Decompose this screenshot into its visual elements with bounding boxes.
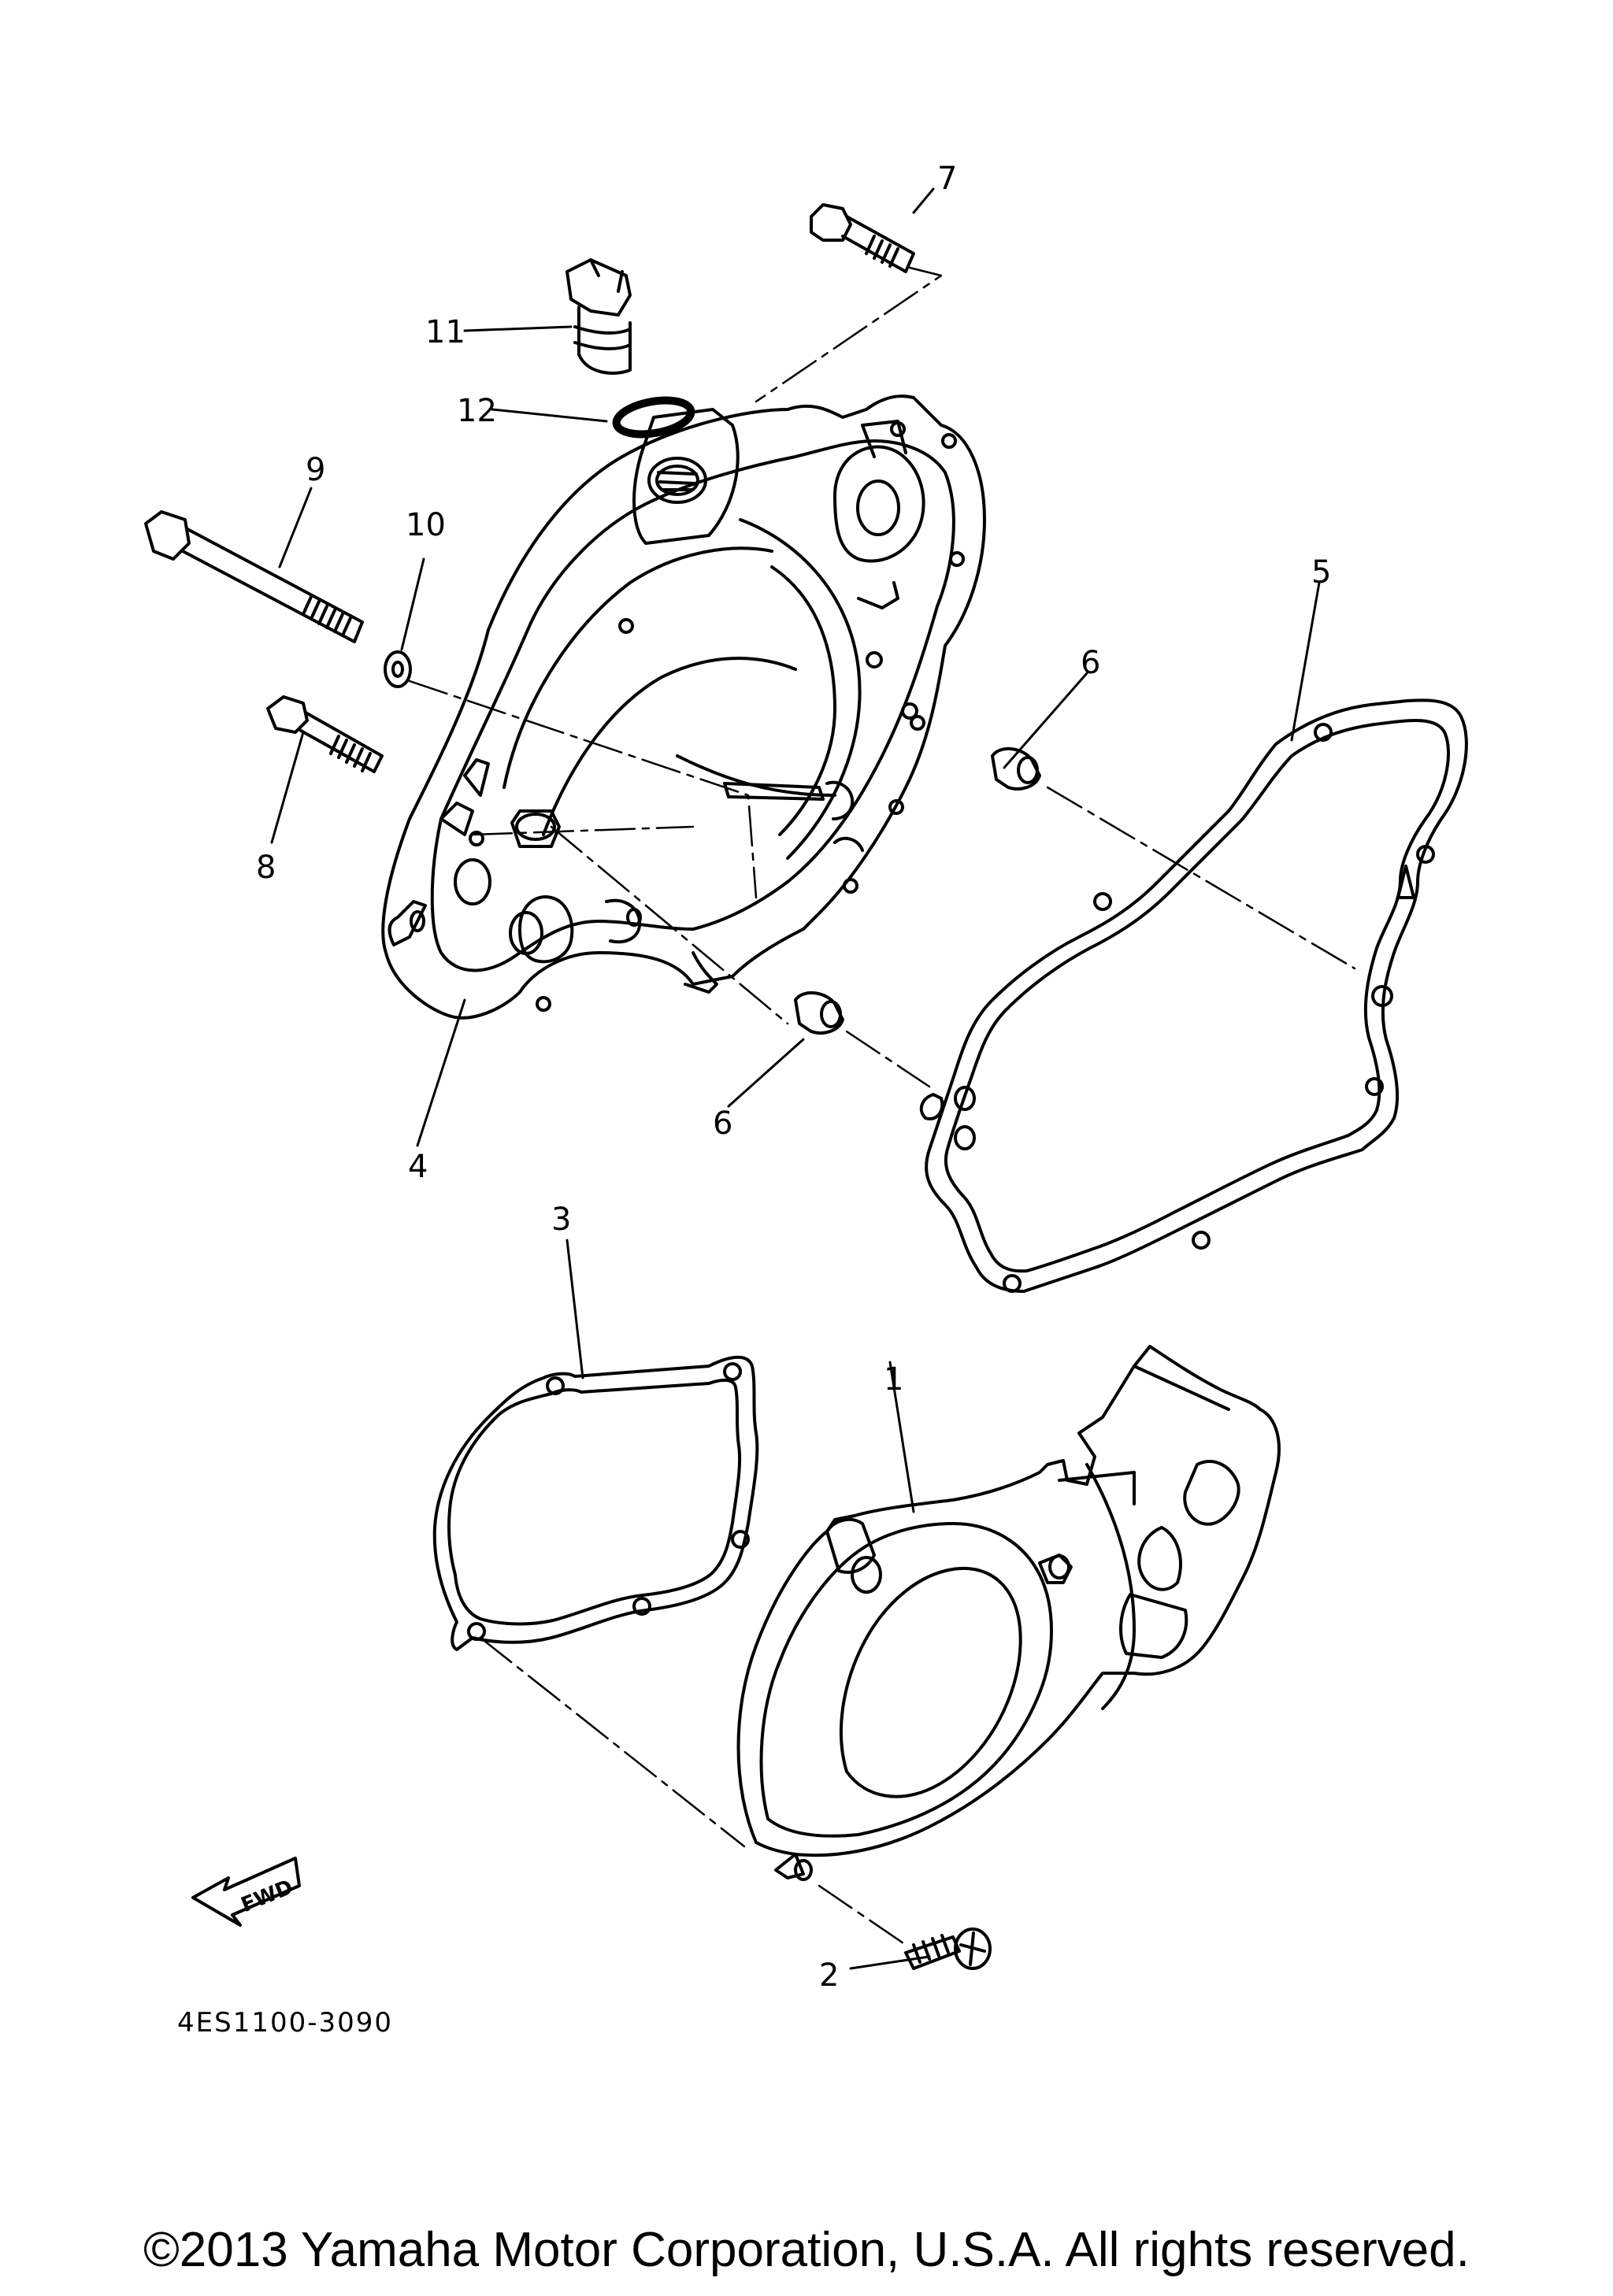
callout-1: 1 — [884, 1361, 903, 1398]
washer-part-10 — [384, 650, 412, 688]
callout-labels: 1 2 3 4 5 6 6 7 8 9 10 11 12 — [256, 161, 1331, 1994]
gasket-part-5 — [919, 698, 1468, 1293]
callout-10: 10 — [406, 507, 446, 543]
callout-4: 4 — [408, 1149, 428, 1185]
bolt-part-8 — [266, 695, 384, 773]
drawing-code: 4ES1100-3090 — [177, 2007, 393, 2039]
bolt-part-7 — [810, 203, 915, 273]
copyright-notice: ©2013 Yamaha Motor Corporation, U.S.A. A… — [143, 2223, 1470, 2277]
alignment-lines — [408, 266, 1356, 1946]
leader-lines — [270, 187, 1321, 1970]
callout-6-lower: 6 — [713, 1105, 732, 1142]
callout-2: 2 — [819, 1957, 839, 1994]
cover-part-1 — [736, 1345, 1281, 1881]
callout-3: 3 — [551, 1202, 571, 1238]
oil-filler-plug-part-11 — [565, 258, 632, 375]
crankcase-cover-part-4 — [381, 394, 986, 1020]
callout-8: 8 — [256, 850, 276, 886]
callout-7: 7 — [937, 161, 957, 197]
parts-diagram: 1 2 3 4 5 6 6 7 8 9 10 11 12 FWD 4ES1100… — [144, 161, 1468, 2039]
bolt-part-9 — [144, 510, 364, 643]
callout-12: 12 — [457, 393, 497, 429]
callout-5: 5 — [1311, 554, 1331, 591]
fwd-arrow-icon: FWD — [191, 1857, 301, 1927]
callout-11: 11 — [425, 314, 465, 350]
dowel-pin-part-6-lower — [794, 991, 844, 1035]
fwd-label: FWD — [238, 1876, 296, 1917]
o-ring-part-12 — [612, 396, 695, 439]
dowel-pin-part-6-upper — [991, 746, 1041, 791]
screw-part-2 — [904, 1928, 992, 1970]
callout-9: 9 — [306, 452, 325, 488]
gasket-part-3 — [432, 1355, 759, 1651]
callout-6-upper: 6 — [1081, 645, 1100, 681]
